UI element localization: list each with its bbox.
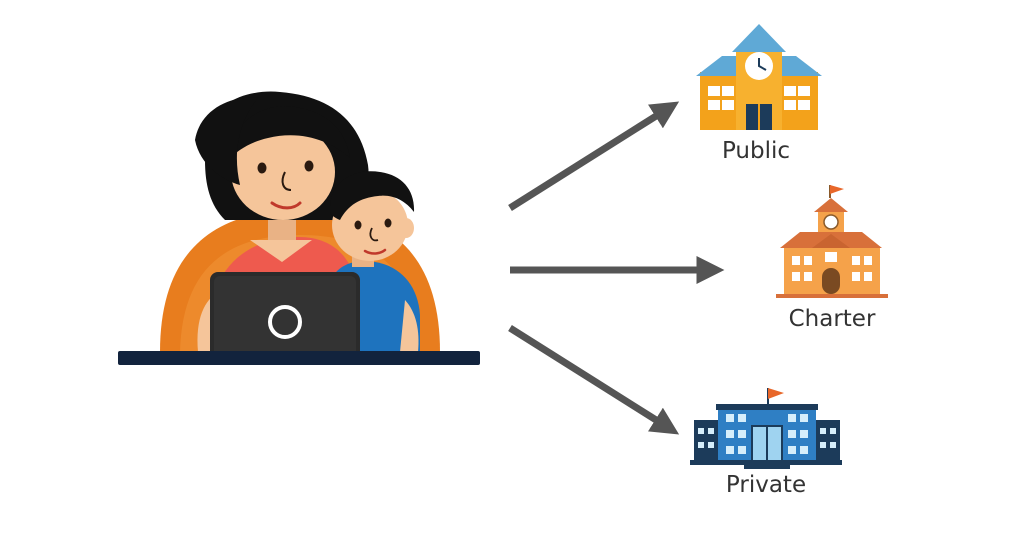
arrow-to-private bbox=[508, 325, 680, 435]
arrow-to-public bbox=[508, 101, 680, 211]
laptop-logo bbox=[268, 305, 302, 339]
private-label: Private bbox=[725, 472, 807, 498]
charter-label: Charter bbox=[788, 306, 876, 332]
public-label: Public bbox=[721, 138, 791, 164]
child-face bbox=[332, 189, 408, 261]
private-school-building-icon bbox=[690, 388, 842, 469]
charter-school-building-icon bbox=[776, 185, 888, 298]
laptop bbox=[210, 272, 360, 364]
desk bbox=[118, 351, 480, 365]
mother-face bbox=[231, 124, 335, 220]
public-school-building-icon bbox=[696, 24, 822, 130]
parent-child-laptop-icon bbox=[118, 91, 480, 365]
